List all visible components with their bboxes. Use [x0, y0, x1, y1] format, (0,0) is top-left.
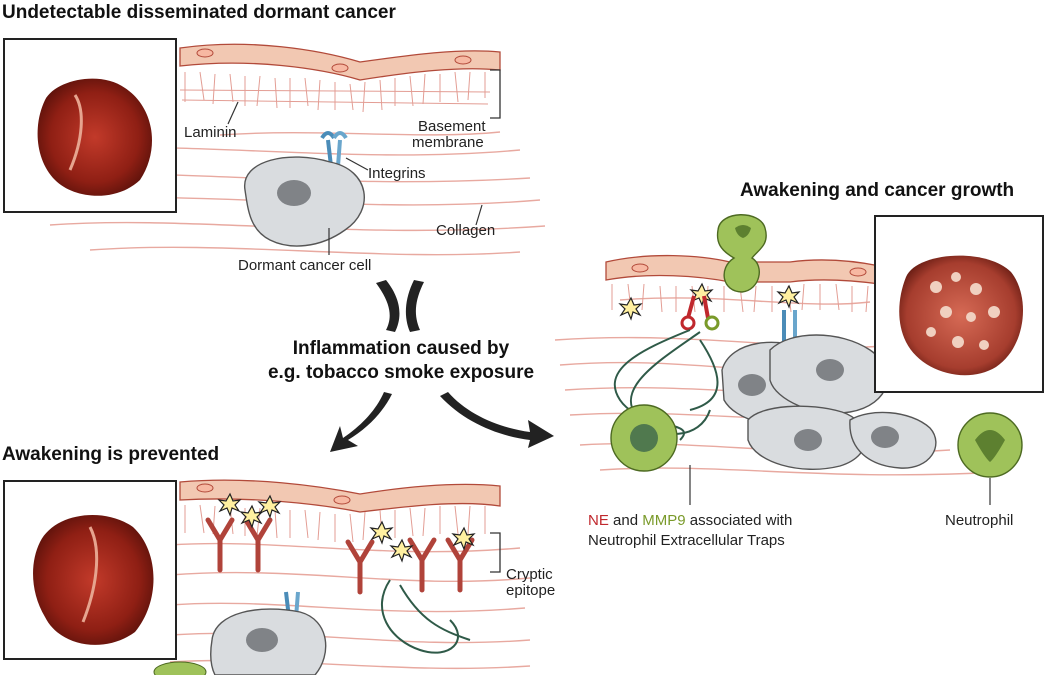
lung-tissue-prevented-image [33, 515, 154, 645]
label-neutrophil: Neutrophil [945, 512, 1014, 529]
caption-line-2: e.g. tobacco smoke exposure [267, 362, 535, 383]
top-dormant-cell [244, 156, 365, 247]
label-basement-1: Basement [418, 118, 486, 135]
photo-prevented-lung [3, 480, 177, 660]
ne-label: NE [588, 512, 609, 529]
net-caption-line-1: NE and MMP9 associated with [588, 512, 792, 529]
photo-awakened-lung [874, 215, 1044, 393]
label-cryptic-1: Cryptic [506, 566, 553, 583]
bottom-neutrophil-partial [153, 661, 207, 675]
label-laminin: Laminin [184, 124, 237, 141]
photo-dormant-lung [3, 38, 177, 213]
net-strands-bottom [380, 579, 471, 654]
neutrophil-cell [957, 412, 1023, 478]
net-neutrophil [610, 404, 678, 472]
label-collagen: Collagen [436, 222, 496, 239]
label-cryptic-2: epitope [506, 582, 556, 599]
caption-line-1: Inflammation caused by [292, 338, 510, 359]
bottom-dormant-cell [210, 608, 327, 675]
title-top: Undetectable disseminated dormant cancer [2, 2, 396, 23]
and-label: and [608, 512, 643, 529]
neutrophil-on-membrane [716, 214, 767, 293]
protease-stars-bottom [217, 492, 476, 563]
mmp9-label: MMP9 [642, 512, 686, 529]
label-basement-2: membrane [412, 134, 484, 151]
label-integrins: Integrins [368, 165, 426, 182]
lung-tissue-dormant-image [37, 78, 152, 196]
label-dormant-cancer-cell: Dormant cancer cell [238, 257, 372, 274]
protease-stars-right [618, 282, 801, 321]
assoc-label: associated with [685, 512, 793, 529]
lung-tissue-growth-image [899, 255, 1023, 376]
antibody-red-green [680, 295, 720, 331]
top-basement-membrane [179, 43, 501, 113]
bottom-basement-membrane [179, 479, 501, 543]
net-caption-line-2: Neutrophil Extracellular Traps [588, 532, 785, 549]
blocking-antibodies [205, 517, 475, 595]
title-right: Awakening and cancer growth [740, 180, 1015, 201]
title-bottom-left: Awakening is prevented [2, 444, 220, 465]
center-split-arrows [330, 280, 554, 452]
